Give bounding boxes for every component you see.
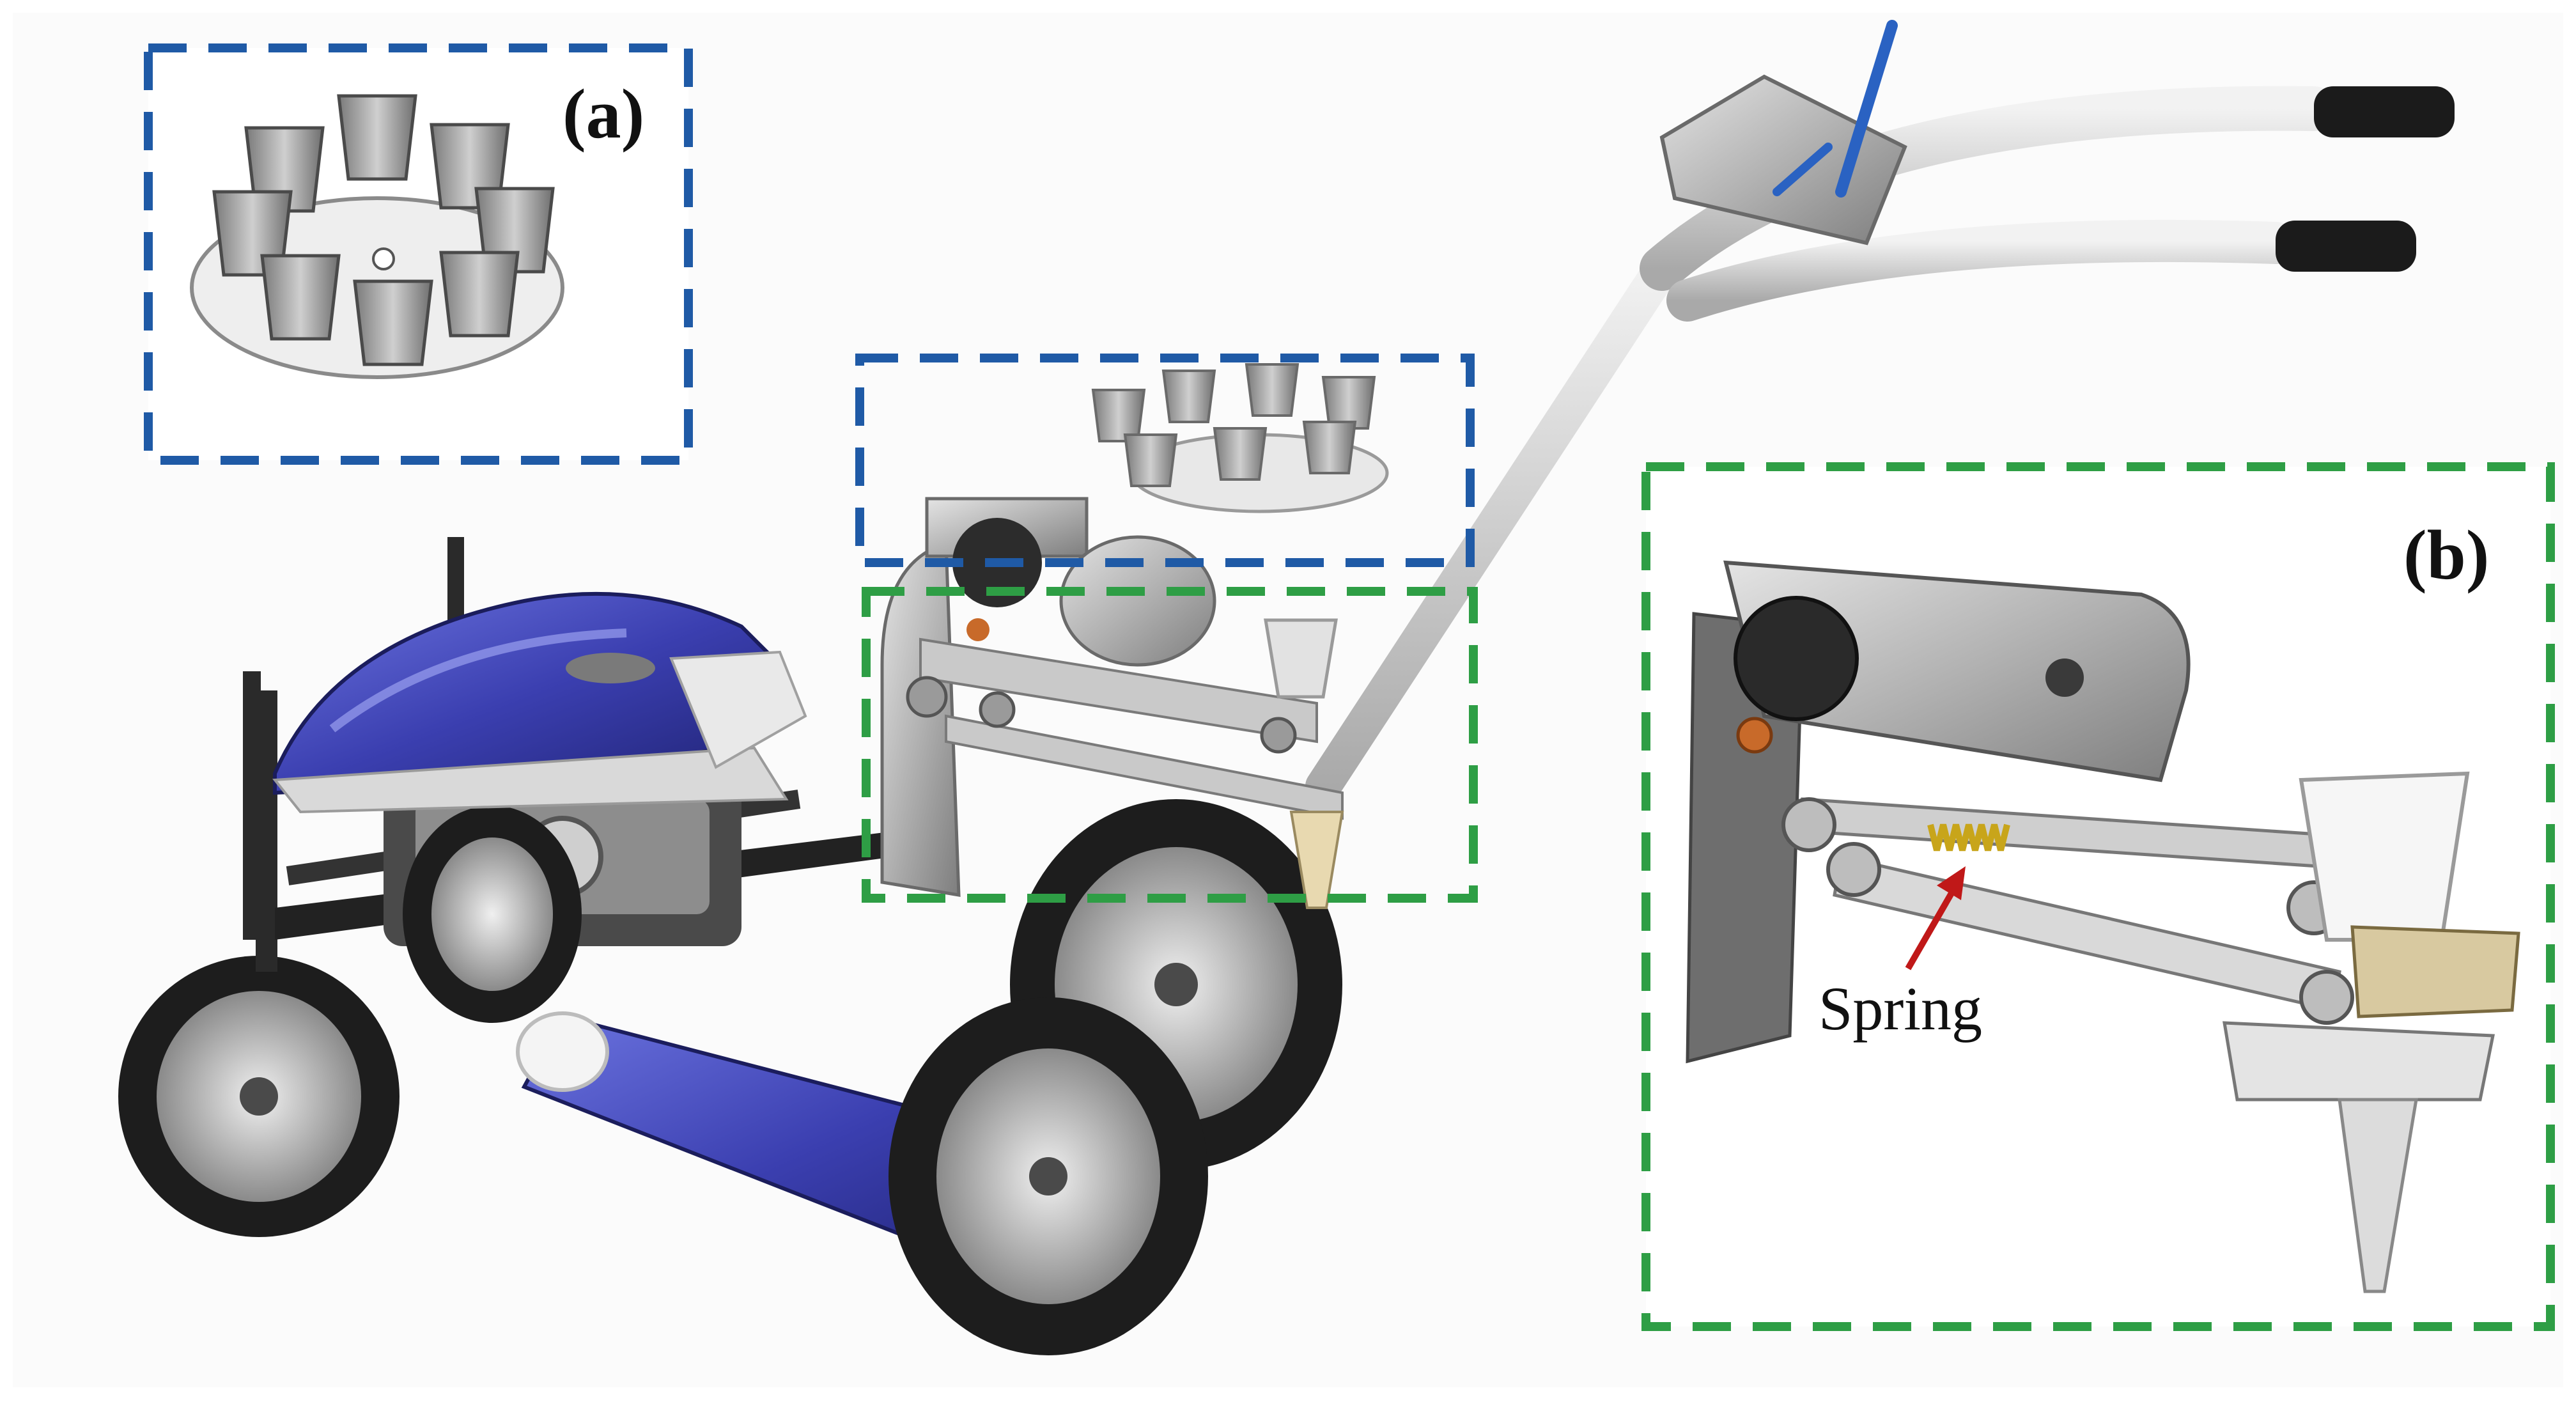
rotary-cup-tray bbox=[1091, 363, 1389, 513]
panel-a: (a) bbox=[144, 43, 693, 465]
panel-a-label: (a) bbox=[563, 75, 644, 153]
motor-gear bbox=[1734, 596, 1859, 721]
seedling-cup bbox=[2299, 771, 2470, 942]
spring-label: Spring bbox=[1819, 974, 1982, 1043]
left-grip bbox=[2314, 86, 2455, 137]
machine bbox=[118, 20, 2455, 1355]
control-lever bbox=[1835, 20, 1898, 198]
engine bbox=[384, 780, 741, 1023]
opener-frame bbox=[2223, 1021, 2495, 1102]
control-box bbox=[1659, 74, 1907, 245]
planting-nozzle bbox=[1289, 811, 1344, 909]
tray-highlight-box bbox=[855, 354, 1475, 567]
engine-hood bbox=[272, 591, 807, 814]
handlebar bbox=[1305, 20, 2455, 804]
mechanism-highlight-box bbox=[862, 587, 1478, 903]
rear-wheel bbox=[118, 690, 400, 1237]
bearing-nut bbox=[1736, 717, 1773, 754]
panel-b: Spring (b) bbox=[1641, 462, 2555, 1331]
panel-b-label: (b) bbox=[2403, 516, 2489, 594]
single-cup bbox=[1264, 618, 1338, 699]
spring bbox=[1927, 823, 2010, 852]
clamp-block bbox=[2350, 925, 2520, 1018]
opener-cone bbox=[2338, 1098, 2418, 1293]
cup-ring bbox=[212, 94, 555, 366]
planting-unit bbox=[880, 497, 1344, 909]
right-grip bbox=[2276, 221, 2416, 272]
spring-arrow bbox=[1905, 884, 1959, 970]
drive-wheel-front bbox=[888, 997, 1208, 1355]
